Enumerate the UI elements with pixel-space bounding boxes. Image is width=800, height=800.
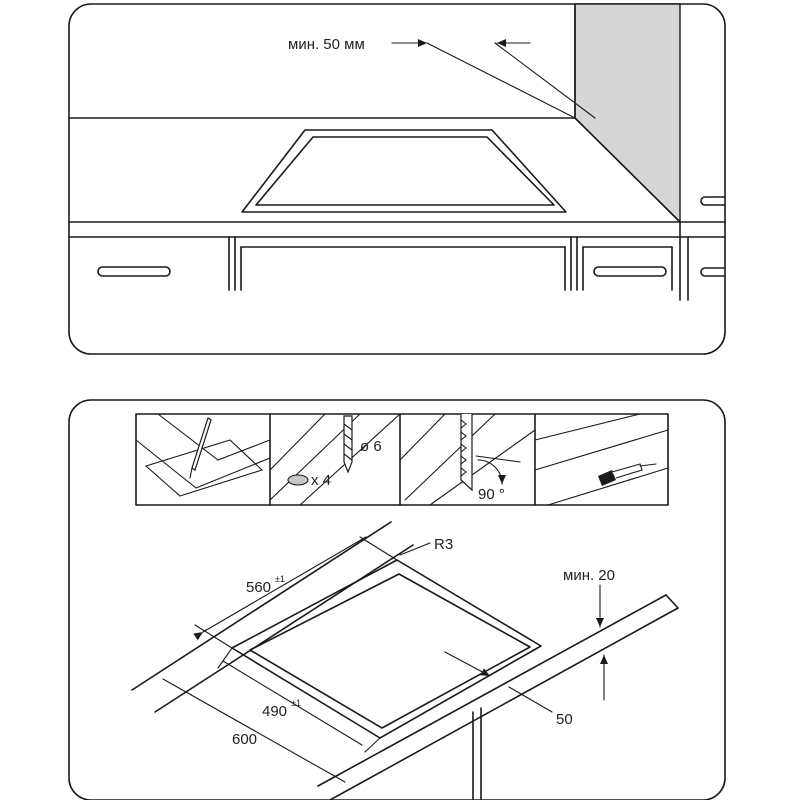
gap-line-cooktop (426, 42, 576, 119)
cutout-inner (249, 573, 531, 729)
step-mark-cutout (135, 413, 271, 497)
bottom-panel: x 4 ø 6 90 ° (68, 399, 726, 800)
sealant-tube-icon (598, 470, 616, 486)
worktop-cutout-plan: 560 ±1 R3 490 ±1 600 50 мин. 20 (131, 521, 679, 800)
worktop-side-edge (574, 117, 681, 223)
dim-600-line (162, 678, 346, 783)
bottom-panel-frame (68, 399, 726, 800)
worktop-front-top-edge (317, 594, 667, 787)
worktop-front-bottom-edge (329, 607, 679, 800)
worktop-rear-edge (131, 521, 392, 691)
top-panel: мин. 50 мм (68, 3, 726, 355)
top-panel-frame (68, 3, 726, 355)
step-strip (135, 413, 669, 506)
radius-leader (399, 542, 431, 556)
step-apply-sealant (534, 413, 669, 506)
cutout-width-label: 560 (246, 579, 271, 596)
min-rear-gap-label: мин. 20 (563, 567, 615, 584)
min-gap-label: мин. 50 мм (288, 36, 365, 53)
pencil-icon (191, 417, 212, 471)
drawer-handle-side-upper (700, 196, 726, 206)
dim-50-arrow (444, 651, 491, 677)
hole-icon (287, 474, 309, 486)
drawer-handle-left (97, 266, 171, 277)
gap-line-wall (494, 42, 596, 119)
front-offset-label: 50 (556, 711, 573, 728)
cooktop-inner (255, 136, 555, 206)
saw-angle-label: 90 ° (478, 486, 505, 503)
drawer-handle-right (593, 266, 667, 277)
dim-560-line (202, 536, 367, 633)
step-saw-cut: 90 ° (399, 413, 536, 506)
dim-490-line (222, 660, 363, 746)
side-wall (574, 3, 681, 224)
cutout-width-tolerance: ±1 (275, 574, 285, 584)
saw-blade-icon (460, 414, 473, 492)
dim-50-leader (508, 686, 553, 713)
drill-diameter-label: ø 6 (360, 438, 382, 455)
holes-count-label: x 4 (311, 472, 331, 489)
cutout-depth-label: 490 (262, 703, 287, 720)
drawer-handle-side-lower (700, 267, 726, 277)
corner-radius-label: R3 (434, 536, 453, 553)
cutout-depth-tolerance: ±1 (291, 698, 301, 708)
cooktop-outer (241, 129, 567, 213)
worktop-depth-label: 600 (232, 731, 257, 748)
step-drill-holes: x 4 ø 6 (269, 413, 401, 506)
